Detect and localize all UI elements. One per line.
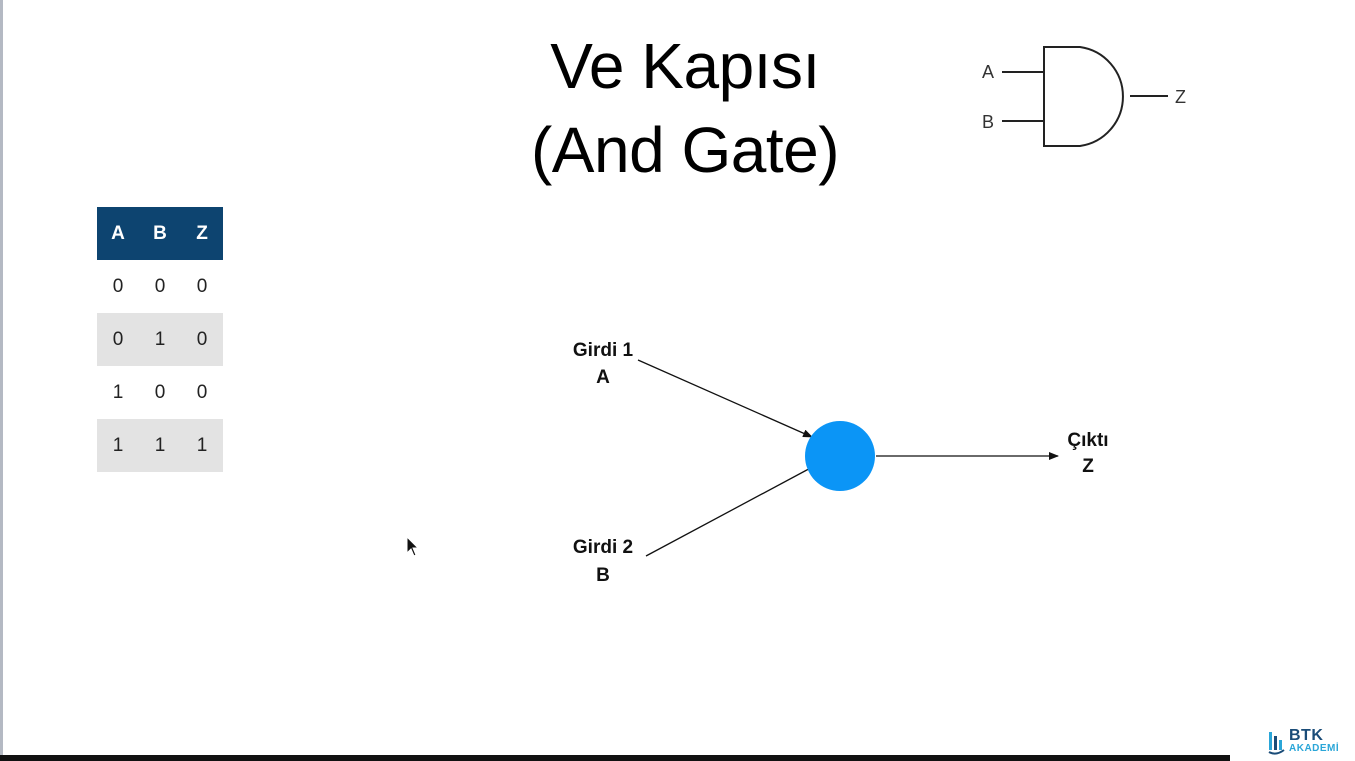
- cell-z: 0: [181, 313, 223, 366]
- input2-arrow: [645, 463, 819, 557]
- gate-label-a: A: [982, 62, 994, 82]
- cell-z: 0: [196, 275, 208, 297]
- output-var: Z: [1082, 456, 1094, 477]
- logo-subtitle: AKADEMİ: [1289, 743, 1340, 754]
- header-z: Z: [181, 207, 223, 260]
- cell-b: 1: [139, 313, 181, 366]
- cell-a: 0: [97, 313, 139, 366]
- cell-b: 0: [154, 381, 166, 403]
- bottom-bar: [0, 755, 1230, 761]
- input2-label: Girdi 2: [573, 537, 633, 558]
- perceptron-diagram: Girdi 1 A Girdi 2 B Çıktı Z: [573, 340, 1109, 586]
- page-title: Ve Kapısı (And Gate): [435, 24, 935, 192]
- cell-b: 1: [139, 419, 181, 472]
- mouse-cursor-icon: [406, 536, 420, 557]
- logo-name: BTK: [1289, 727, 1324, 744]
- cell-b: 0: [154, 275, 166, 297]
- left-edge-border: [0, 0, 3, 761]
- cell-z: 0: [196, 381, 208, 403]
- input2-var: B: [596, 565, 610, 586]
- input1-var: A: [596, 367, 610, 388]
- header-a: A: [97, 207, 139, 260]
- btk-logo-icon: [1268, 732, 1285, 755]
- input1-arrow: [637, 359, 813, 438]
- neuron-node: [805, 421, 875, 491]
- title-line-2: (And Gate): [530, 114, 840, 186]
- gate-label-b: B: [982, 112, 994, 132]
- table-row: 1 0 0: [97, 366, 223, 419]
- table-row: 0 0 0: [97, 260, 223, 313]
- input1-label: Girdi 1: [573, 340, 634, 361]
- cell-a: 1: [97, 419, 139, 472]
- title-line-1: Ve Kapısı: [550, 30, 820, 102]
- and-gate-symbol: A B Z: [982, 46, 1186, 147]
- header-b: B: [139, 207, 181, 260]
- cell-a: 0: [112, 275, 124, 297]
- truth-table: A B Z 0 0 0 0 1 0 1 0 0 1 1: [97, 207, 223, 472]
- cell-z: 1: [181, 419, 223, 472]
- and-gate-body: [1043, 46, 1124, 147]
- table-row: 0 1 0: [97, 313, 223, 366]
- output-label: Çıktı: [1067, 430, 1108, 451]
- gate-label-z: Z: [1175, 87, 1186, 107]
- btk-logo: BTK AKADEMİ: [1268, 726, 1352, 758]
- table-row: 1 1 1: [97, 419, 223, 472]
- cell-a: 1: [112, 381, 124, 403]
- truth-table-header-row: A B Z: [97, 207, 223, 260]
